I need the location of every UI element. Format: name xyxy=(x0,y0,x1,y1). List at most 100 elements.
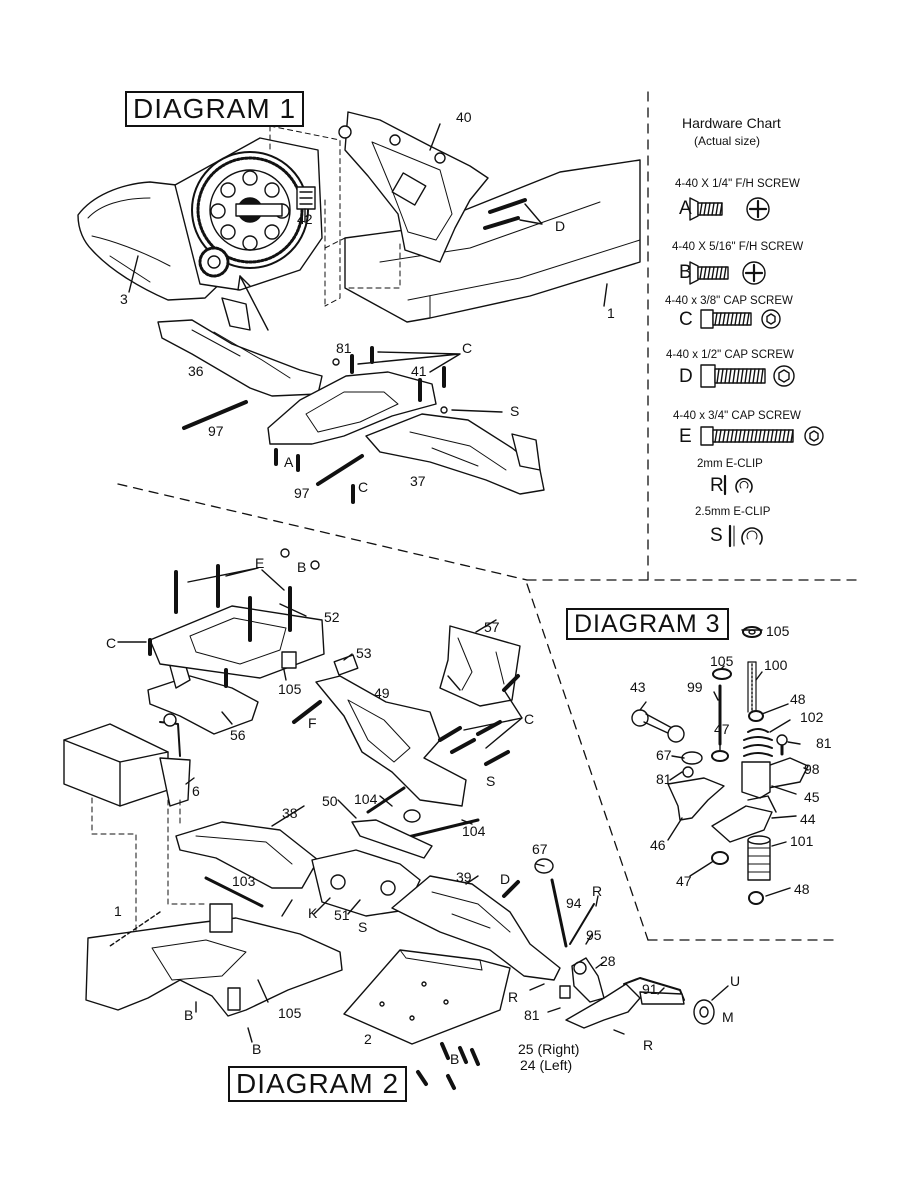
callout-label: 36 xyxy=(188,363,204,379)
callout-label: 43 xyxy=(630,679,646,695)
callout-label: 25 (Right) xyxy=(518,1041,580,1057)
callout-label: 50 xyxy=(322,793,338,809)
callout-label: 97 xyxy=(208,423,224,439)
rear-arm-part-36 xyxy=(157,319,323,397)
callout-label: 105 xyxy=(278,1005,302,1021)
callout-label: 81 xyxy=(816,735,832,751)
hardware-letter: C xyxy=(679,309,693,330)
callout-label: 47 xyxy=(714,721,730,737)
callout-label: 105 xyxy=(710,653,734,669)
lower-arm-part-39 xyxy=(391,875,561,981)
front-shock-tower-part-49 xyxy=(315,675,467,807)
callout-label: S xyxy=(510,403,520,419)
callout-label: 51 xyxy=(334,907,350,923)
callout-label: R xyxy=(508,989,519,1005)
callout-label: F xyxy=(308,715,317,731)
diagram-2-title: DIAGRAM 2 xyxy=(228,1066,408,1102)
callout-label: 44 xyxy=(800,811,816,827)
bellcrank-part-46 xyxy=(667,777,725,821)
hardware-letter: E xyxy=(679,426,692,447)
diagram-3-title: DIAGRAM 3 xyxy=(566,608,729,640)
hardware-size-label: 2mm E-CLIP xyxy=(697,458,763,470)
callout-label: 48 xyxy=(794,881,810,897)
servo-part-6 xyxy=(63,723,169,807)
callout-label: 98 xyxy=(804,761,820,777)
hardware-size-label: 2.5mm E-CLIP xyxy=(695,506,771,518)
callout-label: C xyxy=(462,340,473,356)
diagram-2-front-suspension xyxy=(63,548,729,1090)
callout-label: 45 xyxy=(804,789,820,805)
callout-label: 56 xyxy=(230,727,246,743)
callout-label: 94 xyxy=(566,895,582,911)
hardware-size-label: 4-40 X 1/4" F/H SCREW xyxy=(675,178,800,190)
hardware-chart-icons xyxy=(689,197,824,548)
diagram-3-steering-servo-saver xyxy=(631,626,809,905)
hardware-letter: D xyxy=(679,366,693,387)
callout-label: 53 xyxy=(356,645,372,661)
callout-label: U xyxy=(730,973,741,989)
spur-gear xyxy=(191,151,309,269)
callout-label: 104 xyxy=(354,791,378,807)
hardware-letter: B xyxy=(679,262,692,283)
callout-label: 57 xyxy=(484,619,500,635)
callout-label: 103 xyxy=(232,873,256,889)
callout-label: D xyxy=(500,871,511,887)
hardware-size-label: 4-40 x 3/8" CAP SCREW xyxy=(665,295,793,307)
hardware-letter: A xyxy=(679,198,692,219)
screw-b-icon xyxy=(689,261,766,285)
callout-label: 102 xyxy=(800,709,824,725)
callout-label: 48 xyxy=(790,691,806,707)
callout-label: 81 xyxy=(524,1007,540,1023)
callout-label: D xyxy=(555,218,566,234)
callout-label: 38 xyxy=(282,805,298,821)
lower-arm-part-38 xyxy=(175,821,319,889)
eclip-r-icon xyxy=(723,474,753,496)
callout-label: 105 xyxy=(766,623,790,639)
chassis-front-part-1 xyxy=(85,917,343,1017)
callout-label: 91 xyxy=(642,981,658,997)
callout-label: 81 xyxy=(336,340,352,356)
callout-label: 99 xyxy=(687,679,703,695)
callout-label: B xyxy=(252,1041,262,1057)
screw-e-icon xyxy=(700,426,824,446)
diagram-1-title: DIAGRAM 1 xyxy=(125,91,305,127)
callout-label: 47 xyxy=(676,873,692,889)
callout-label: 52 xyxy=(324,609,340,625)
hardware-size-label: 4-40 x 3/4" CAP SCREW xyxy=(673,410,801,422)
hardware-chart-subtitle: (Actual size) xyxy=(694,134,761,148)
callout-label: 97 xyxy=(294,485,310,501)
callout-label: B xyxy=(297,559,307,575)
callout-label: 49 xyxy=(374,685,390,701)
callout-label: C xyxy=(524,711,535,727)
callout-label: 95 xyxy=(586,927,602,943)
bellcrank-part-44 xyxy=(711,805,773,843)
screw-c-icon xyxy=(700,309,781,329)
callout-label: 40 xyxy=(456,109,472,125)
callout-label: 67 xyxy=(656,747,672,763)
hardware-chart-title: Hardware Chart xyxy=(682,115,781,131)
callout-label: 28 xyxy=(600,953,616,969)
caster-block-part-28 xyxy=(571,957,605,1003)
callout-label: M xyxy=(722,1009,734,1025)
screw-d-icon xyxy=(700,364,795,388)
callout-label: E xyxy=(255,555,265,571)
section-dividers xyxy=(117,91,861,941)
callout-label: 67 xyxy=(532,841,548,857)
bumper-mount-part-57 xyxy=(439,625,521,707)
callout-label: 1 xyxy=(607,305,615,321)
steering-knuckle-part-24-25 xyxy=(565,983,641,1029)
callout-label: 104 xyxy=(462,823,486,839)
callout-label: 42 xyxy=(297,211,313,227)
callout-label: 101 xyxy=(790,833,814,849)
skid-plate-part-2 xyxy=(343,949,511,1045)
eclip-s-icon xyxy=(728,524,763,548)
callout-label: 6 xyxy=(192,783,200,799)
callout-label: R xyxy=(643,1037,654,1053)
upper-link-part-50 xyxy=(351,819,433,859)
hardware-letter: S xyxy=(710,525,723,546)
callout-label: 2 xyxy=(364,1031,372,1047)
callout-label: 39 xyxy=(456,869,472,885)
bulkhead-part-41 xyxy=(267,371,437,445)
